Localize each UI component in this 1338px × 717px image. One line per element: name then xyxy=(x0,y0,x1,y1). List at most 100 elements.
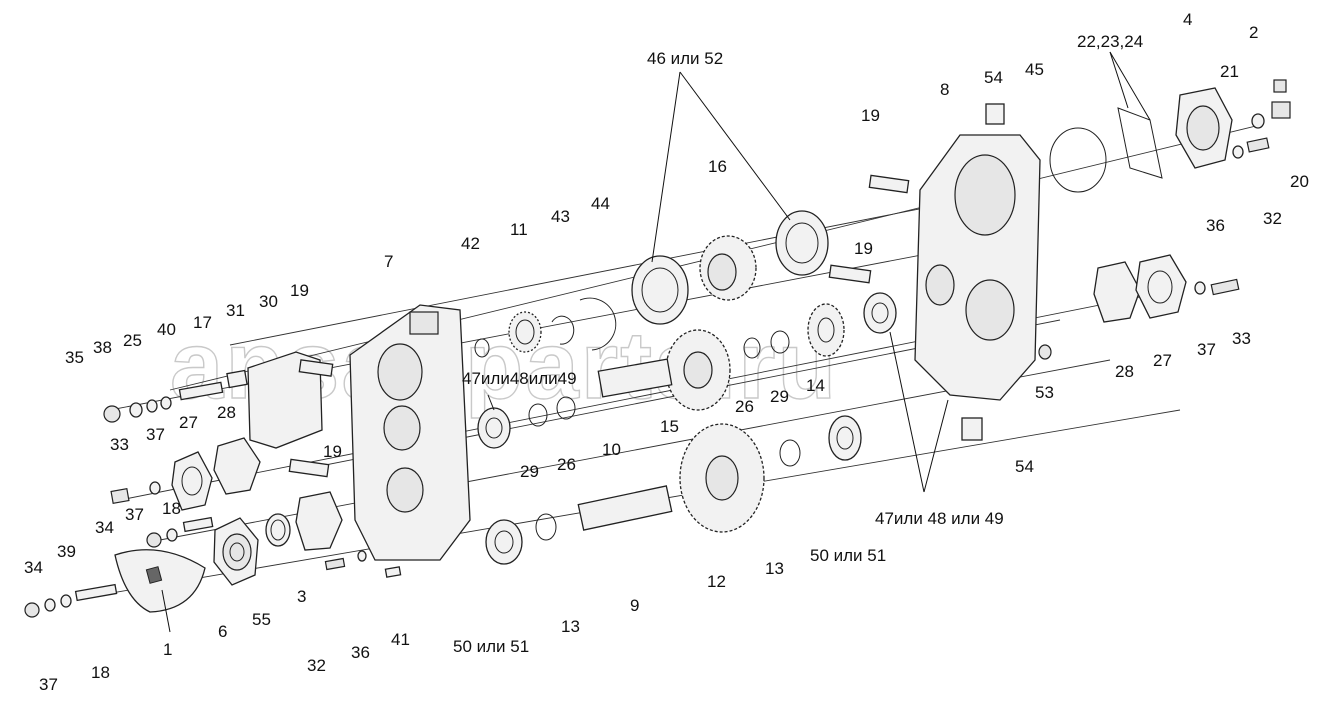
part-54-bushing-bottom xyxy=(961,417,983,441)
label-37c: 37 xyxy=(39,675,58,694)
label-1: 1 xyxy=(163,640,172,659)
part-11-needle-bearing xyxy=(508,311,542,353)
label-45: 45 xyxy=(1025,60,1044,79)
part-30-cover xyxy=(247,351,323,449)
label-10: 10 xyxy=(602,440,621,459)
label-19b: 19 xyxy=(323,442,342,461)
label-13a: 13 xyxy=(561,617,580,636)
label-13b: 13 xyxy=(765,559,784,578)
part-13-ring-upper xyxy=(779,439,801,467)
part-29-ring-lower xyxy=(528,403,548,427)
part-19-pin-b xyxy=(828,264,872,284)
label-22-23-24: 22,23,24 xyxy=(1077,32,1143,51)
label-47-or-48-or-49-a: 47или48или49 xyxy=(462,369,577,388)
label-37b: 37 xyxy=(125,505,144,524)
label-14: 14 xyxy=(806,376,825,395)
part-45-o-ring xyxy=(1049,127,1107,193)
label-3: 3 xyxy=(297,587,306,606)
label-29b: 29 xyxy=(770,387,789,406)
label-50-or-51-a: 50 или 51 xyxy=(453,637,529,656)
part-labels: 1 2 3 4 6 7 8 9 10 11 12 13 13 14 15 16 … xyxy=(24,10,1309,694)
part-36-washer-lower xyxy=(357,550,367,562)
label-33b: 33 xyxy=(1232,329,1251,348)
part-2-fitting xyxy=(1273,79,1287,93)
part-50-bearing-lower xyxy=(485,519,523,565)
label-15: 15 xyxy=(660,417,679,436)
label-37d: 37 xyxy=(1197,340,1216,359)
part-12-gear xyxy=(679,423,765,533)
label-32b: 32 xyxy=(1263,209,1282,228)
part-55-seal xyxy=(265,513,291,547)
part-14-gear xyxy=(807,303,845,357)
label-18b: 18 xyxy=(91,663,110,682)
part-46-bearing-b xyxy=(775,210,829,276)
part-34-nut-a xyxy=(146,532,162,548)
label-54b: 54 xyxy=(1015,457,1034,476)
part-41-pin xyxy=(384,566,402,578)
part-7-housing xyxy=(349,304,471,561)
label-42: 42 xyxy=(461,234,480,253)
part-47-bearing-upper xyxy=(863,292,897,334)
part-15-gear xyxy=(665,329,731,411)
part-27-flange-right xyxy=(1135,254,1187,319)
label-30: 30 xyxy=(259,292,278,311)
label-21: 21 xyxy=(1220,62,1239,81)
label-26a: 26 xyxy=(557,455,576,474)
part-21-washer xyxy=(1251,113,1265,129)
label-18a: 18 xyxy=(162,499,181,518)
label-19d: 19 xyxy=(861,106,880,125)
part-16-gear xyxy=(699,235,757,301)
part-19-pin-a xyxy=(868,174,910,194)
part-42-ring xyxy=(474,338,490,358)
label-47-or-48-or-49-b: 47или 48 или 49 xyxy=(875,509,1004,528)
part-22-24-shims xyxy=(1117,107,1163,179)
label-6: 6 xyxy=(218,622,227,641)
part-27-flange-left xyxy=(171,451,213,511)
part-40-washer xyxy=(160,396,172,410)
part-17-stud xyxy=(178,381,224,401)
label-36b: 36 xyxy=(1206,216,1225,235)
label-27a: 27 xyxy=(179,413,198,432)
label-33a: 33 xyxy=(110,435,129,454)
part-10-shaft xyxy=(597,358,673,398)
part-8-main-housing xyxy=(914,134,1041,401)
label-12: 12 xyxy=(707,572,726,591)
label-43: 43 xyxy=(551,207,570,226)
part-32-bolt-lower xyxy=(324,557,346,571)
part-39-washer xyxy=(60,594,72,608)
part-37-washer-a xyxy=(149,481,161,495)
part-33-bolt-left xyxy=(110,488,130,504)
part-18-stud-b xyxy=(74,583,118,602)
label-25: 25 xyxy=(123,331,142,350)
label-34a: 34 xyxy=(95,518,114,537)
part-6-bearing-flange xyxy=(213,517,259,586)
part-54-bushing-top xyxy=(985,103,1005,125)
label-55: 55 xyxy=(252,610,271,629)
label-16: 16 xyxy=(708,157,727,176)
label-31: 31 xyxy=(226,301,245,320)
label-36a: 36 xyxy=(351,643,370,662)
label-46-or-52: 46 или 52 xyxy=(647,49,723,68)
left-fasteners xyxy=(24,369,402,618)
label-39: 39 xyxy=(57,542,76,561)
label-2: 2 xyxy=(1249,23,1258,42)
label-54a: 54 xyxy=(984,68,1003,87)
label-20: 20 xyxy=(1290,172,1309,191)
part-32-bolt xyxy=(1246,137,1270,153)
part-50-bearing-upper xyxy=(828,415,862,461)
label-19a: 19 xyxy=(290,281,309,300)
part-3-gasket xyxy=(295,491,343,551)
part-1-tab xyxy=(145,566,163,584)
part-20-tee xyxy=(1271,101,1291,119)
part-53-plug xyxy=(1038,344,1052,360)
part-38-washer xyxy=(129,402,143,418)
part-43-ring xyxy=(551,315,575,345)
label-19c: 19 xyxy=(854,239,873,258)
leader-lines xyxy=(161,51,1151,633)
label-38: 38 xyxy=(93,338,112,357)
part-13-ring-lower xyxy=(535,513,557,541)
label-28a: 28 xyxy=(217,403,236,422)
label-9: 9 xyxy=(630,596,639,615)
